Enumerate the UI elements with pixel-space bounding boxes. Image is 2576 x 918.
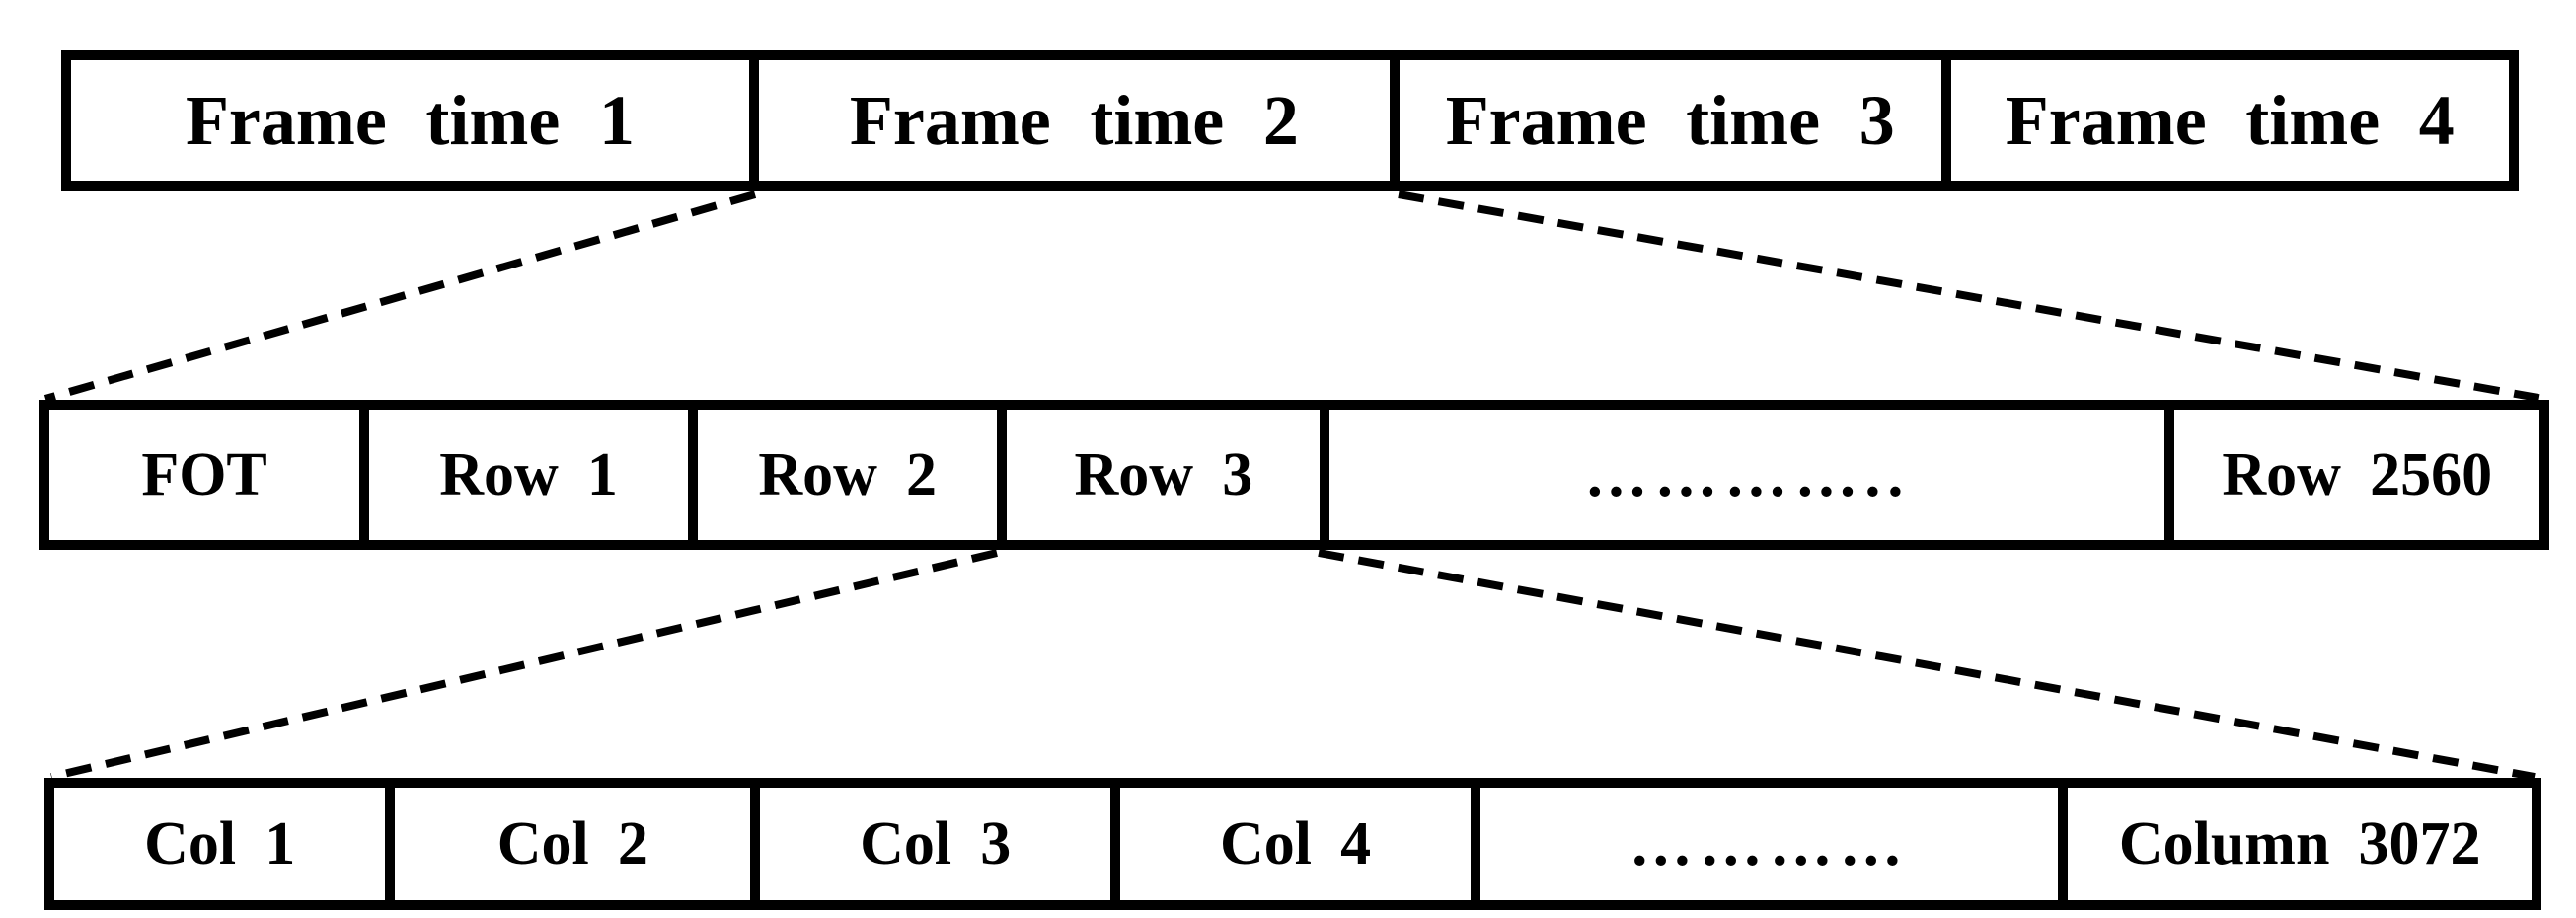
row3-right-dashed-connector bbox=[1318, 549, 2536, 781]
col-2-cell: Col 2 bbox=[385, 788, 751, 900]
col-4-cell: Col 4 bbox=[1110, 788, 1472, 900]
col-1-cell: Col 1 bbox=[54, 788, 386, 900]
row3-left-dashed-connector bbox=[50, 549, 998, 781]
row-2560-cell: Row 2560 bbox=[2164, 410, 2539, 540]
frame-time-1-cell: Frame time 1 bbox=[71, 60, 749, 181]
frame-time-2-cell: Frame time 2 bbox=[748, 60, 1390, 181]
fot-cell: FOT bbox=[49, 410, 360, 540]
col-3-cell: Col 3 bbox=[750, 788, 1111, 900]
col-ellipsis-cell: ………… bbox=[1471, 788, 2059, 900]
frame-time-4-cell: Frame time 4 bbox=[1940, 60, 2509, 181]
row-3-cell: Row 3 bbox=[997, 410, 1321, 540]
row-ellipsis-cell: ………….. bbox=[1320, 410, 2165, 540]
frame-time-3-cell: Frame time 3 bbox=[1389, 60, 1941, 181]
row-2-cell: Row 2 bbox=[687, 410, 998, 540]
frame2-left-dashed-connector bbox=[43, 191, 757, 403]
frame2-right-dashed-connector bbox=[1398, 191, 2544, 403]
row-1-cell: Row 1 bbox=[359, 410, 688, 540]
column-3072-cell: Column 3072 bbox=[2058, 788, 2533, 900]
